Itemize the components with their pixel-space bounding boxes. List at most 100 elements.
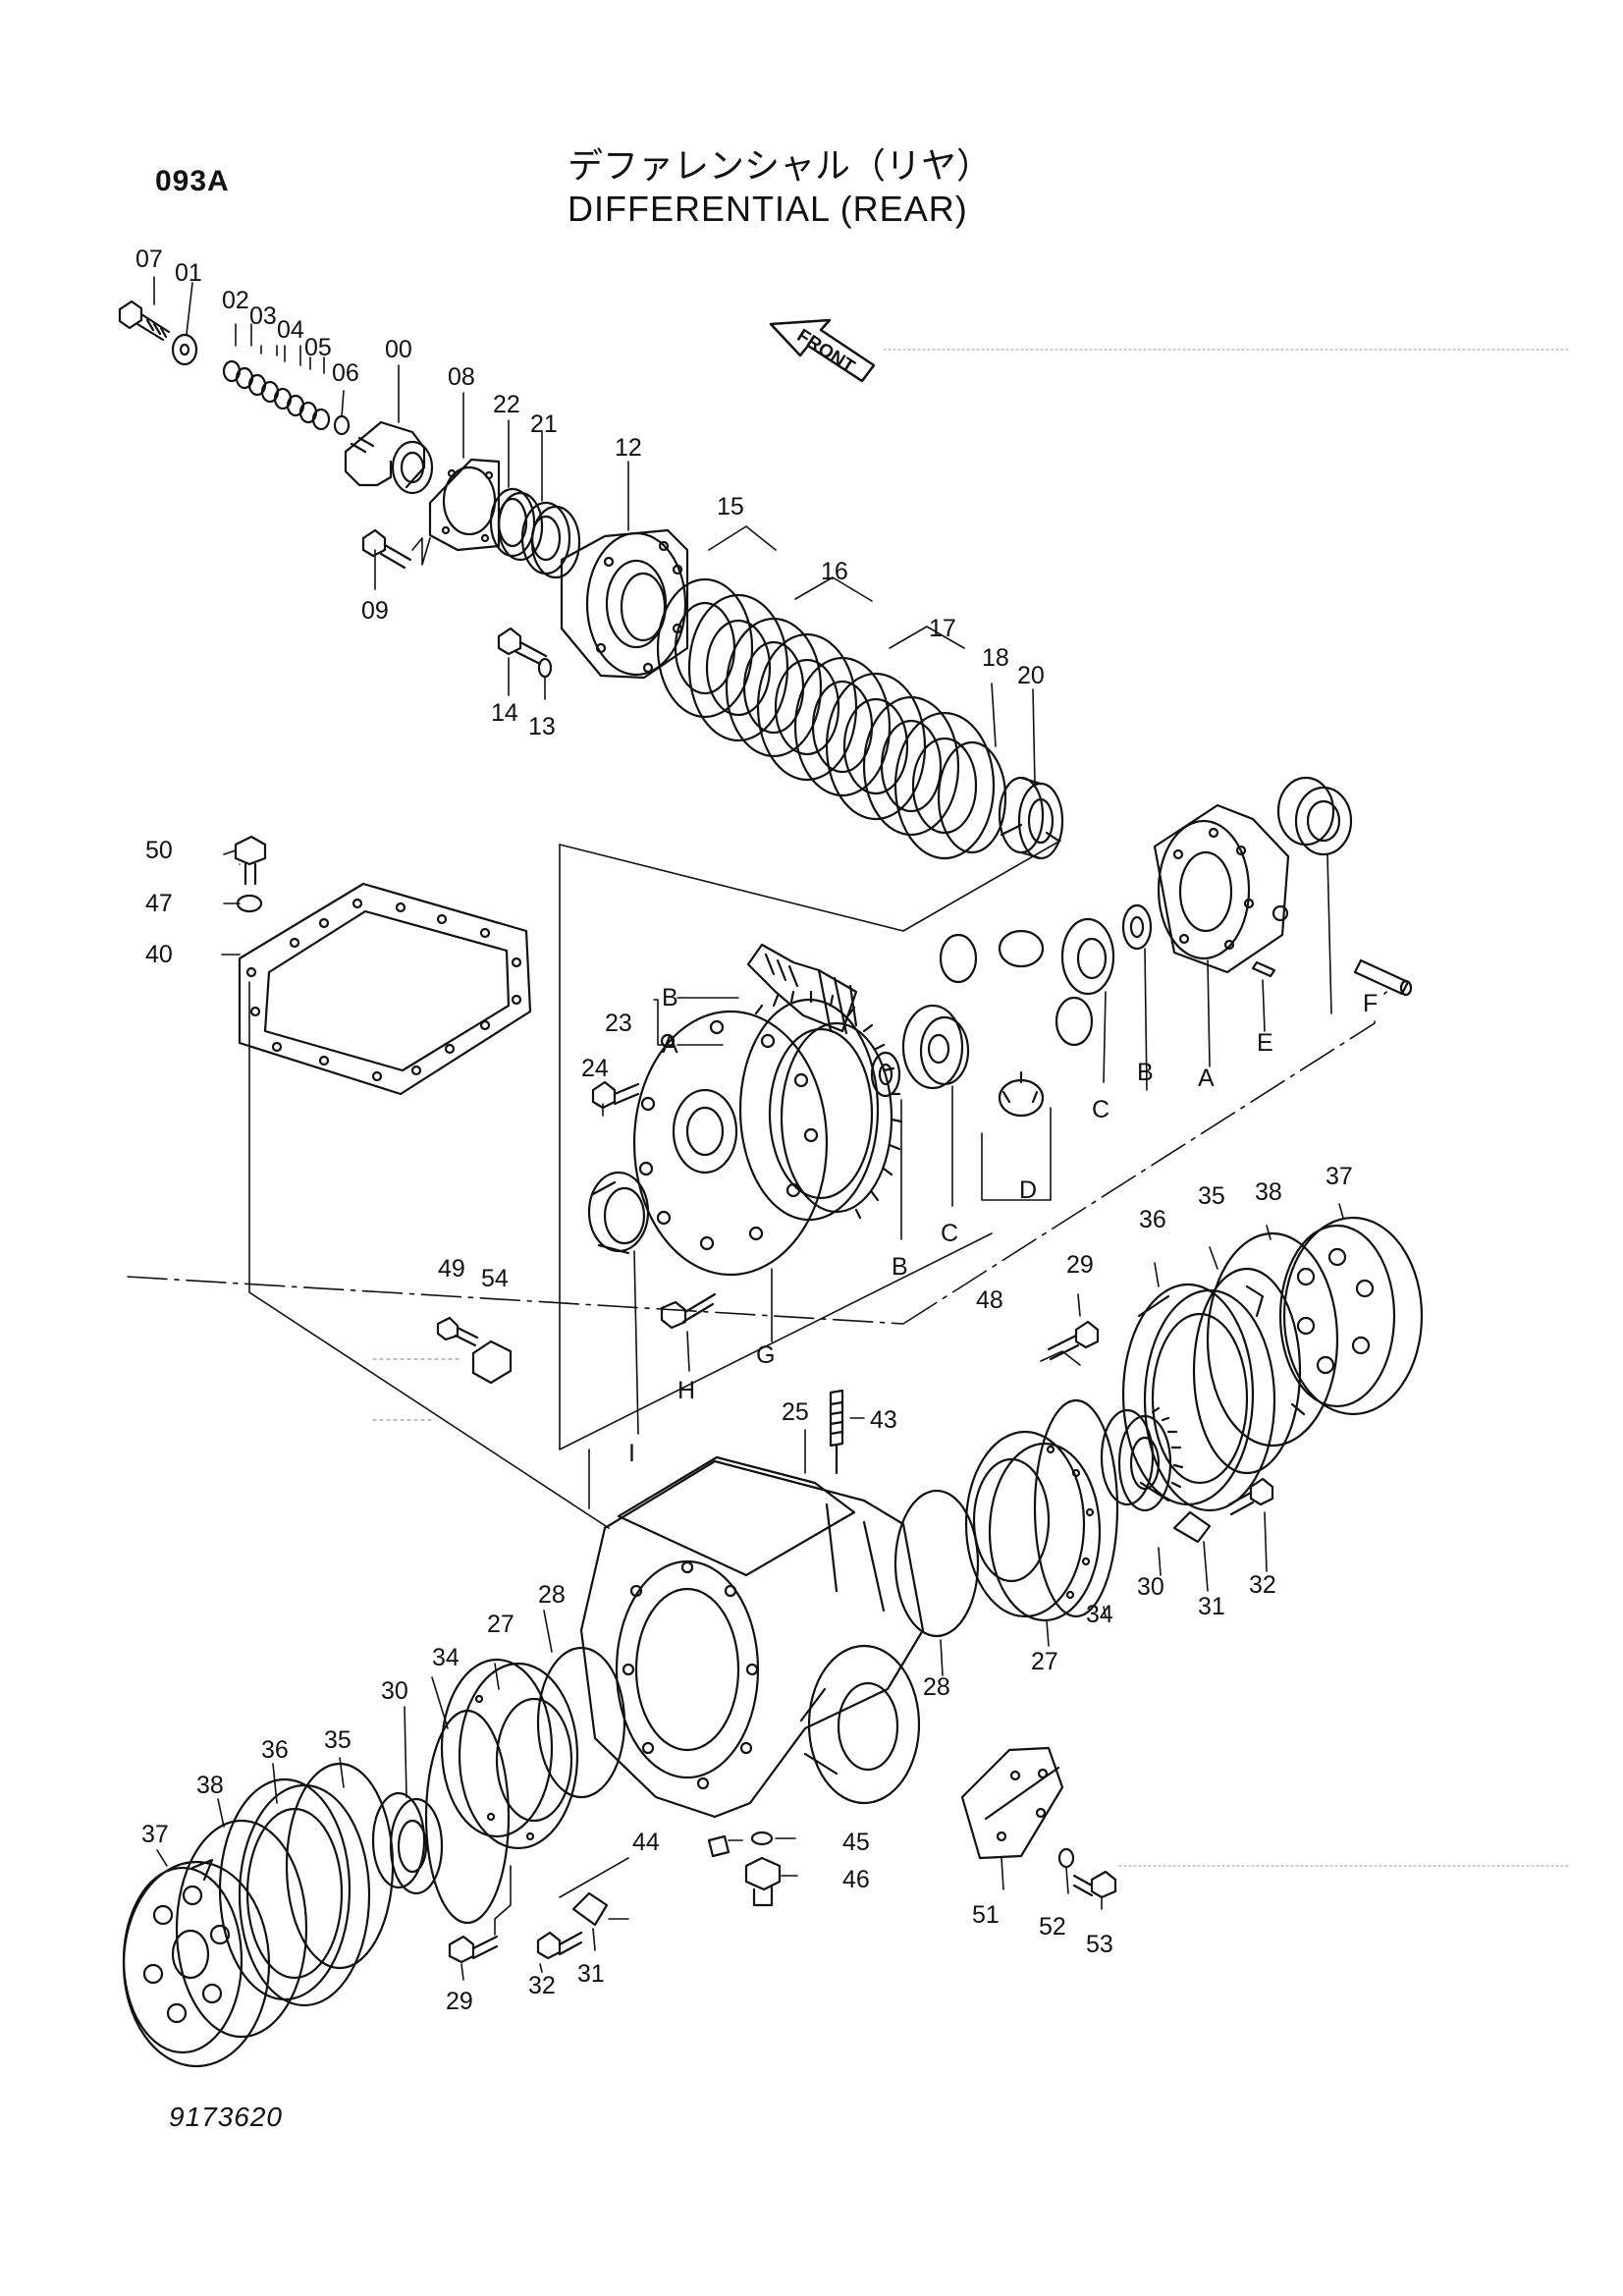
seal-ring-18 bbox=[937, 740, 1007, 854]
callout-06: 06 bbox=[332, 359, 359, 387]
callout-37-left: 37 bbox=[141, 1821, 169, 1848]
friction-disc-pack bbox=[656, 577, 996, 860]
callout-34-right: 34 bbox=[1086, 1601, 1113, 1628]
gasket-40 bbox=[238, 882, 532, 1096]
callout-13: 13 bbox=[528, 713, 556, 740]
drain-plug-46 bbox=[744, 1856, 782, 1907]
drawing-number: 9173620 bbox=[169, 2102, 284, 2132]
callout-53: 53 bbox=[1086, 1931, 1113, 1958]
callout-36-right: 36 bbox=[1139, 1206, 1166, 1233]
title-english: DIFFERENTIAL (REAR) bbox=[568, 189, 968, 229]
axle-housing-group bbox=[122, 1216, 1572, 2068]
bolt-14 bbox=[497, 627, 548, 666]
lock-31-right bbox=[1172, 1510, 1212, 1544]
washer-01 bbox=[171, 333, 198, 366]
seal-22 bbox=[489, 487, 536, 558]
lock-31-left bbox=[571, 1891, 609, 1927]
callout-A: A bbox=[1198, 1065, 1215, 1092]
callout-02: 02 bbox=[222, 287, 249, 314]
bolt-50 bbox=[234, 835, 267, 886]
callout-34-left: 34 bbox=[432, 1644, 460, 1671]
bolt-H bbox=[660, 1292, 717, 1330]
callout-00: 00 bbox=[385, 336, 412, 363]
callout-28-left: 28 bbox=[538, 1581, 566, 1609]
differential-gear-group bbox=[127, 776, 1413, 1450]
callout-leaders-lower bbox=[156, 849, 1387, 1981]
callout-30-left: 30 bbox=[381, 1677, 408, 1705]
end-plate-37-right bbox=[1278, 1216, 1424, 1416]
callout-leaders-upper bbox=[153, 276, 1036, 787]
page-code: 093A bbox=[155, 165, 230, 197]
callout-23B: B bbox=[662, 984, 678, 1011]
callout-44: 44 bbox=[632, 1829, 660, 1856]
callout-31-right: 31 bbox=[1198, 1593, 1225, 1620]
callout-30-right: 30 bbox=[1137, 1573, 1164, 1601]
washer-13 bbox=[537, 657, 553, 679]
callout-C-lower: C bbox=[941, 1220, 958, 1247]
callout-15: 15 bbox=[717, 493, 744, 520]
bearing-I bbox=[587, 1171, 650, 1255]
callout-labels: 07 01 02 03 04 05 06 00 08 22 21 12 09 1… bbox=[135, 246, 1378, 2015]
callout-04: 04 bbox=[277, 316, 304, 344]
bolt-53 bbox=[1072, 1870, 1117, 1899]
side-gear-C bbox=[901, 1004, 970, 1090]
bolt-09 bbox=[361, 528, 412, 570]
callout-I: I bbox=[628, 1440, 635, 1467]
bolt-07 bbox=[118, 300, 171, 342]
thrust-washer-B-2 bbox=[1121, 903, 1153, 951]
spring-38-left bbox=[175, 1819, 308, 2039]
callout-35-right: 35 bbox=[1198, 1182, 1225, 1210]
front-arrow: FRONT bbox=[769, 318, 1572, 383]
callout-31-left: 31 bbox=[577, 1960, 605, 1988]
title-japanese: デファレンシャル（リヤ） bbox=[568, 145, 993, 186]
bearing-upper-right bbox=[1276, 776, 1353, 856]
callout-21: 21 bbox=[530, 410, 558, 438]
bolt-32-left bbox=[536, 1931, 583, 1960]
o-ring-28-right bbox=[893, 1489, 980, 1638]
lock-plate-54 bbox=[471, 1339, 513, 1385]
callout-23A: A bbox=[662, 1031, 678, 1059]
ring-34-right bbox=[1033, 1398, 1119, 1618]
callout-01: 01 bbox=[175, 259, 202, 287]
callout-B-lower: B bbox=[892, 1253, 908, 1281]
callout-D: D bbox=[1019, 1176, 1037, 1204]
coupling-flange-00 bbox=[344, 420, 434, 495]
callout-54: 54 bbox=[481, 1265, 509, 1292]
callout-45: 45 bbox=[842, 1829, 870, 1856]
callout-03: 03 bbox=[249, 302, 277, 330]
upper-brake-pack-group bbox=[118, 300, 1064, 860]
bearing-20 bbox=[998, 776, 1064, 860]
callout-38-left: 38 bbox=[196, 1772, 224, 1799]
thrust-washer-B bbox=[870, 1051, 901, 1098]
callout-36-left: 36 bbox=[261, 1736, 289, 1764]
callout-G: G bbox=[756, 1341, 775, 1369]
callout-08: 08 bbox=[448, 363, 475, 391]
callout-09: 09 bbox=[361, 597, 389, 625]
callout-22: 22 bbox=[493, 391, 520, 418]
callout-37-right: 37 bbox=[1325, 1163, 1353, 1190]
hub-27-right bbox=[964, 1430, 1102, 1622]
callout-28-right: 28 bbox=[923, 1673, 950, 1701]
callout-B-upper: B bbox=[1137, 1059, 1154, 1086]
callout-47: 47 bbox=[145, 890, 173, 917]
callout-29-right: 29 bbox=[1066, 1251, 1094, 1279]
callout-40: 40 bbox=[145, 941, 173, 968]
callout-24: 24 bbox=[581, 1055, 609, 1082]
callout-27-right: 27 bbox=[1031, 1648, 1058, 1675]
callout-50: 50 bbox=[145, 837, 173, 864]
ring-34-left bbox=[424, 1709, 511, 1925]
o-ring-28-left bbox=[536, 1646, 626, 1799]
cross-shaft-F bbox=[1353, 958, 1413, 997]
callout-07: 07 bbox=[135, 246, 163, 273]
diff-case-A bbox=[1153, 803, 1290, 974]
o-ring-45 bbox=[750, 1831, 774, 1846]
spring-38-right bbox=[1206, 1231, 1339, 1448]
callout-52: 52 bbox=[1039, 1913, 1066, 1941]
plug-44 bbox=[707, 1834, 730, 1858]
ring-gear-23A bbox=[738, 990, 903, 1222]
callout-27-left: 27 bbox=[487, 1611, 514, 1638]
callout-48: 48 bbox=[976, 1286, 1003, 1314]
diff-case-G bbox=[632, 1010, 829, 1277]
